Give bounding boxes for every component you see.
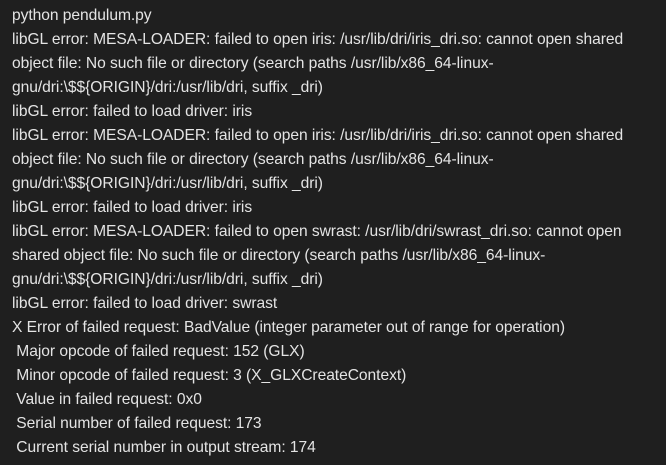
output-line: libGL error: MESA-LOADER: failed to open… xyxy=(12,127,628,192)
output-line: Major opcode of failed request: 152 (GLX… xyxy=(12,343,305,360)
output-line: Serial number of failed request: 173 xyxy=(12,415,262,432)
output-line: Value in failed request: 0x0 xyxy=(12,391,202,408)
output-line: Current serial number in output stream: … xyxy=(12,439,316,456)
output-line: Minor opcode of failed request: 3 (X_GLX… xyxy=(12,367,407,384)
output-line: libGL error: failed to load driver: swra… xyxy=(12,295,278,312)
output-line: libGL error: MESA-LOADER: failed to open… xyxy=(12,31,628,96)
output-line: libGL error: failed to load driver: iris xyxy=(12,103,253,120)
command-line: python pendulum.py xyxy=(12,7,152,24)
output-line: libGL error: MESA-LOADER: failed to open… xyxy=(12,223,626,288)
output-line: X Error of failed request: BadValue (int… xyxy=(12,319,565,336)
output-line: libGL error: failed to load driver: iris xyxy=(12,199,253,216)
